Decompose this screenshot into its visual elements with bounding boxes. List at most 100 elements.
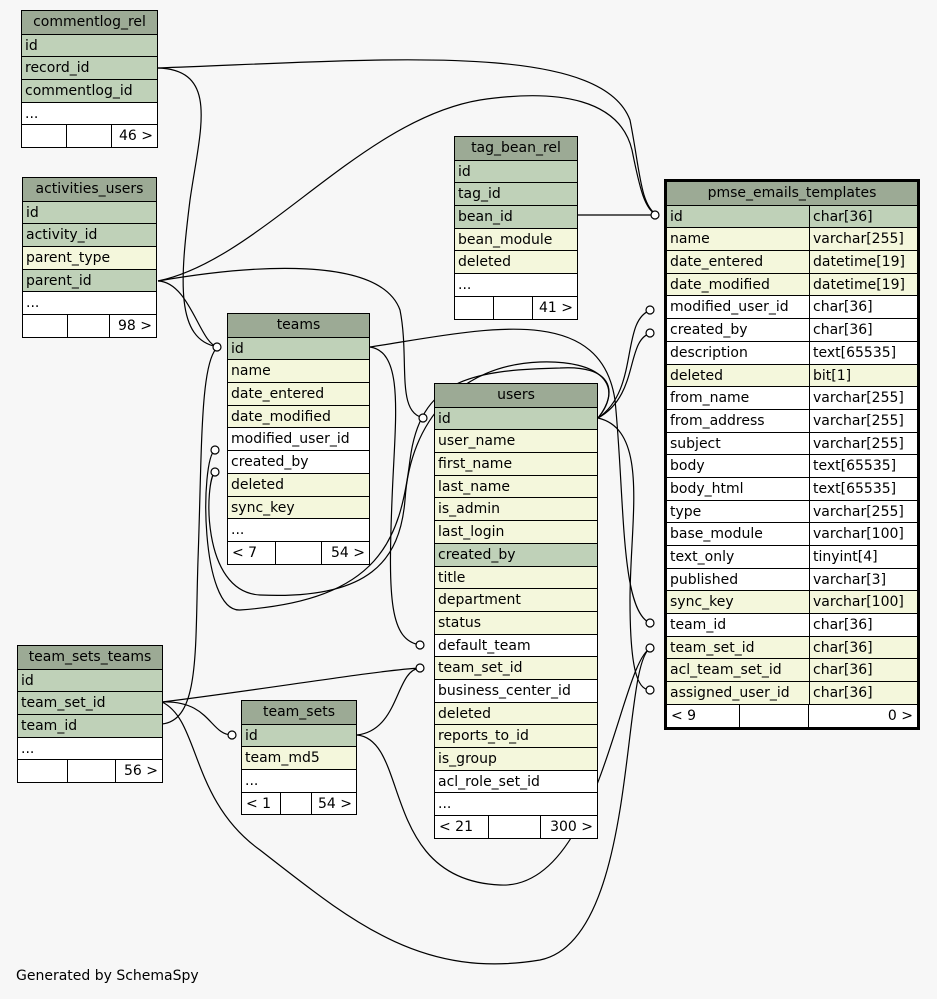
parents-count[interactable] — [455, 297, 493, 319]
parents-count[interactable]: < 21 — [439, 819, 473, 836]
table-title[interactable]: tag_bean_rel — [455, 137, 577, 160]
column-name: description — [670, 344, 748, 361]
parents-count[interactable]: < 1 — [246, 795, 272, 812]
edge-activities-parent-to-pmse-id — [157, 95, 658, 282]
children-count[interactable]: 46 > — [110, 125, 157, 148]
column-type: varchar[3] — [809, 568, 917, 591]
column-name: created_by — [231, 454, 309, 471]
children-count[interactable]: 54 > — [320, 541, 369, 564]
optional-marker — [212, 342, 222, 352]
column-type: varchar[255] — [809, 387, 917, 409]
table-footer: < 9 0 > — [667, 703, 917, 727]
table-title[interactable]: team_sets — [242, 701, 356, 724]
column-name: id — [26, 204, 39, 221]
table-title[interactable]: commentlog_rel — [22, 11, 157, 34]
column-row: record_id — [22, 56, 157, 80]
column-type: varchar[100] — [809, 591, 917, 614]
column-name: name — [670, 231, 710, 248]
table-title[interactable]: users — [435, 384, 597, 407]
edge-teamsetsteams-set-to-users-teamset — [161, 667, 421, 703]
column-name: ... — [25, 105, 39, 122]
column-row: is_admin — [435, 497, 597, 521]
column-name: sync_key — [670, 594, 734, 611]
column-name: deleted — [438, 705, 491, 722]
column-row: title — [435, 565, 597, 589]
optional-marker — [418, 413, 428, 423]
column-name: team_set_id — [670, 639, 755, 656]
column-name: team_md5 — [245, 750, 320, 767]
column-type: char[36] — [809, 682, 917, 704]
column-name: id — [458, 163, 471, 180]
column-name: ... — [245, 773, 259, 790]
column-row: created_by — [435, 542, 597, 566]
column-row: team_md5 — [242, 746, 356, 770]
parents-count[interactable] — [18, 760, 67, 782]
column-type: char[36] — [809, 659, 917, 682]
column-type: varchar[255] — [809, 500, 917, 523]
column-row: bean_id — [455, 205, 577, 228]
column-row: id — [455, 159, 577, 183]
column-name: default_team — [438, 637, 531, 654]
column-row: name — [228, 359, 369, 383]
edge-commentlog-record-to-teams-id — [157, 67, 219, 348]
column-row: acl_role_set_id — [435, 769, 597, 793]
column-name: date_modified — [670, 276, 770, 293]
children-count[interactable]: 0 > — [807, 704, 917, 727]
edge-teamsetsteams-set-to-teamsets-id — [161, 701, 233, 736]
column-row: sync_key varchar[100] — [667, 590, 917, 614]
column-name: id — [231, 340, 244, 357]
table-title[interactable]: teams — [228, 314, 369, 337]
column-row: commentlog_id — [22, 79, 157, 102]
edge-teamsets-id-to-users-teamset — [356, 667, 421, 736]
table-title[interactable]: pmse_emails_templates — [667, 182, 917, 205]
column-name: ... — [21, 740, 35, 757]
column-name: commentlog_id — [25, 83, 133, 100]
parents-count[interactable]: < 9 — [671, 707, 697, 724]
column-row: id — [23, 200, 156, 224]
column-name: team_set_id — [21, 695, 106, 712]
children-count[interactable]: 54 > — [310, 792, 356, 815]
children-count[interactable]: 56 > — [114, 760, 162, 783]
children-count[interactable]: 300 > — [539, 816, 597, 838]
edge-commentlog-record-to-pmse-id — [157, 59, 658, 216]
column-type: datetime[19] — [809, 273, 917, 296]
column-name: date_modified — [231, 408, 331, 425]
column-row: date_modified datetime[19] — [667, 272, 917, 296]
children-count[interactable]: 98 > — [108, 315, 156, 337]
table-title[interactable]: team_sets_teams — [18, 646, 162, 669]
column-name: id — [438, 410, 451, 427]
edge-teamsetsteams-team-to-teams-id — [161, 346, 219, 725]
column-name: from_address — [670, 412, 765, 429]
column-type: char[36] — [809, 319, 917, 341]
column-name: body_html — [670, 480, 744, 497]
column-type: text[65535] — [809, 477, 917, 500]
generated-by-label: Generated by SchemaSpy — [16, 968, 199, 984]
column-type: tinyint[4] — [809, 546, 917, 568]
column-row: user_name — [435, 429, 597, 453]
table-title[interactable]: activities_users — [23, 178, 156, 201]
parents-count[interactable] — [23, 315, 67, 337]
parents-count[interactable]: < 7 — [232, 544, 258, 561]
column-row: ... — [22, 101, 157, 125]
optional-marker — [210, 445, 220, 455]
children-count[interactable]: 41 > — [531, 296, 577, 319]
row-count-cell — [488, 816, 539, 838]
parents-count[interactable] — [22, 125, 66, 147]
edge-activities-parent-to-users-id — [157, 267, 426, 419]
column-type: varchar[100] — [809, 523, 917, 545]
